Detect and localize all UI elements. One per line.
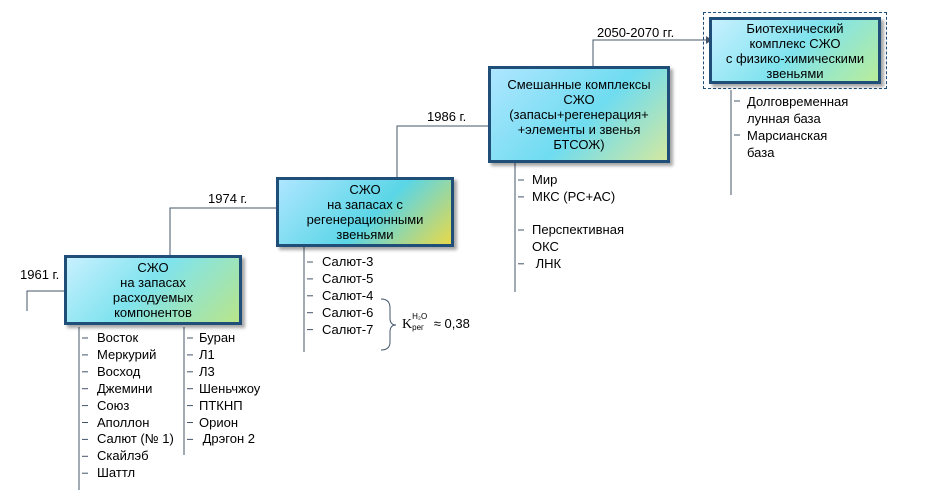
list-item: Марсианская база <box>747 128 828 160</box>
list-item: ПТКНП <box>199 397 243 413</box>
stage-box-title: Смешанные комплексы СЖО (запасы+регенера… <box>507 77 651 152</box>
list-item: Салют (№ 1) <box>97 431 174 447</box>
arrow-1974 <box>169 207 276 256</box>
list-item: Салют-7 <box>322 321 374 337</box>
list-item: Аполлон <box>97 414 150 430</box>
list-item: Восток <box>97 330 139 345</box>
list-stage4: Долговременная лунная база Марсианская б… <box>747 93 848 161</box>
list-item: Л3 <box>199 363 215 379</box>
list-stage1-col1: Восток Меркурий Восход Джемини Союз Апол… <box>97 330 174 482</box>
formula-value: 0,38 <box>444 316 470 331</box>
list-stage1-col2: Буран Л1 Л3 Шеньчжоу ПТКНП Орион Дрэгон … <box>199 330 260 448</box>
stage-box-title: СЖО на запасах с регенерационными звенья… <box>306 182 424 242</box>
list-item: ЛНК <box>532 255 562 271</box>
list-item: Дрэгон 2 <box>199 431 255 447</box>
formula-symbol: K <box>402 317 413 332</box>
formula-bracket <box>380 298 397 351</box>
year-label-1974: 1974 г. <box>208 191 248 206</box>
list-item: Салют-5 <box>322 270 374 286</box>
list-stage3-b: Перспективная ОКС ЛНК <box>532 222 624 273</box>
stage-box-1974: СЖО на запасах с регенерационными звенья… <box>276 177 454 247</box>
list-item: Долговременная лунная база <box>747 94 849 126</box>
list-item: Шеньчжоу <box>199 380 261 396</box>
formula-superscript: H₂O <box>412 312 428 321</box>
list-item: Шаттл <box>97 465 136 481</box>
stage-box-1986: Смешанные комплексы СЖО (запасы+регенера… <box>488 66 670 163</box>
stage-box-title: СЖО на запасах расходуемых компонентов <box>112 260 194 320</box>
list-item: МКС (РС+АС) <box>532 188 616 204</box>
year-label-2050-2070: 2050-2070 гг. <box>597 25 675 40</box>
year-label-1961: 1961 г. <box>20 267 60 282</box>
list-item: Мир <box>532 172 558 187</box>
list-item: Меркурий <box>97 346 157 362</box>
arrow-2050 <box>592 39 706 66</box>
list-item: Салют-4 <box>322 287 374 303</box>
list-stage2: Салют-3 Салют-5 Салют-4 Салют-6 Салют-7 <box>322 254 373 339</box>
list-item: Союз <box>97 397 130 413</box>
stage-box-title: Биотехнический комплекс СЖО с физико-хим… <box>725 20 865 81</box>
arrow-1961 <box>26 290 64 311</box>
list-stage3-a: Мир МКС (РС+АС) <box>532 172 615 206</box>
list-item: Перспективная ОКС <box>532 222 624 254</box>
list-item: Салют-3 <box>322 254 374 269</box>
dashed-frame <box>703 12 887 89</box>
list-item: Салют-6 <box>322 304 374 320</box>
list-item: Орион <box>199 414 239 430</box>
list-item: Джемини <box>97 380 153 396</box>
stage-box-1961: СЖО на запасах расходуемых компонентов <box>64 255 242 325</box>
formula-subscript: рег <box>412 323 424 332</box>
list-item: Скайлэб <box>97 448 149 464</box>
year-label-1986: 1986 г. <box>427 109 467 124</box>
list-item: Восход <box>97 363 141 379</box>
stage-box-2050-2070: Биотехнический комплекс СЖО с физико-хим… <box>709 17 881 84</box>
list-item: Буран <box>199 330 236 345</box>
arrow-1986 <box>396 125 488 177</box>
list-item: Л1 <box>199 346 215 362</box>
formula-relation: ≈ <box>433 316 441 331</box>
